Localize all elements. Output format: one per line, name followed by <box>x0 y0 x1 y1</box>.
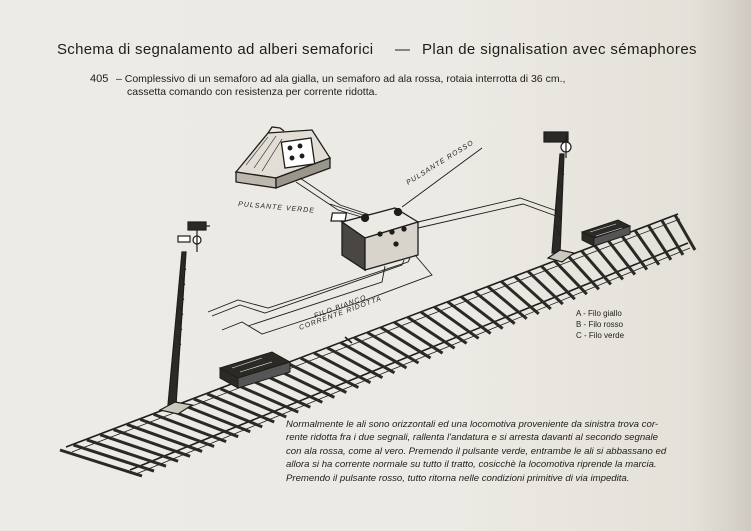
track-sleeper <box>126 423 203 453</box>
track-sleeper <box>620 234 649 271</box>
supply-wires <box>295 177 371 219</box>
track-sleeper <box>353 336 408 370</box>
explanation-line3: con ala rossa, come al vero. Premendo il… <box>286 445 667 457</box>
item-number: 405 <box>90 73 109 85</box>
track-sleeper <box>59 448 143 478</box>
track-sleeper <box>139 417 215 448</box>
track-sleeper <box>393 321 444 355</box>
track-sleeper <box>219 387 287 419</box>
item-description-line2: cassetta comando con resistenza per corr… <box>127 86 378 98</box>
button-pointers <box>329 147 483 216</box>
track-sleeper <box>99 433 179 463</box>
title-french: Plan de signalisation avec sémaphores <box>422 41 697 58</box>
track-sleeper <box>553 259 588 296</box>
control-box <box>330 207 420 272</box>
track-sleeper <box>473 290 516 325</box>
track-sleeper <box>340 341 396 375</box>
track-sleeper <box>673 214 697 251</box>
signal-wires <box>207 197 561 335</box>
track-sleeper <box>660 219 685 256</box>
explanation-text: Normalmente le ali sono orizzontali ed u… <box>286 418 696 485</box>
explanation-line2: rente ridotta fra i due segnali, rallent… <box>286 432 658 444</box>
track-sleeper <box>193 397 263 429</box>
label-red-button: PULSANTE ROSSO <box>405 139 475 186</box>
track-sleeper <box>72 443 155 473</box>
track-sleeper <box>460 295 504 330</box>
track-sleeper <box>313 351 372 384</box>
track-sleeper <box>206 392 275 424</box>
semaphore-signal-yellow <box>158 221 210 415</box>
track-sleeper <box>406 315 456 350</box>
transformer-unit <box>234 126 331 189</box>
rail-contact-box-right <box>580 219 632 247</box>
track-sleeper <box>606 239 637 276</box>
track-sleeper <box>153 412 227 444</box>
track-sleeper <box>647 224 673 261</box>
wire-legend: A - Filo giallo B - Filo rosso C - Filo … <box>576 308 624 341</box>
explanation-line1: Normalmente le ali sono orizzontali ed u… <box>286 419 659 430</box>
track-sleeper <box>286 361 348 394</box>
track-sleeper <box>299 356 360 389</box>
track-sleeper <box>526 270 564 306</box>
track-sleeper <box>86 438 167 468</box>
legend-item-b: B - Filo rosso <box>576 320 624 329</box>
track-sleeper <box>633 229 661 266</box>
track-sleeper <box>566 254 600 291</box>
track-sleeper <box>179 402 251 434</box>
semaphore-signal-red <box>543 131 576 263</box>
red-button-icon <box>393 207 403 217</box>
explanation-line5: Premendo il pulsante rosso, tutto ritorn… <box>286 472 630 484</box>
track-sleeper <box>580 249 612 286</box>
track-sleeper <box>446 300 492 335</box>
track-sleeper <box>380 326 432 360</box>
legend-item-a: A - Filo giallo <box>576 309 622 318</box>
track-sleeper <box>233 382 299 414</box>
track-sleeper <box>540 265 576 301</box>
label-green-button: PULSANTE VERDE <box>238 201 315 215</box>
legend-item-c: C - Filo verde <box>576 331 625 340</box>
track-sleeper <box>246 377 311 409</box>
item-description: – Complessivo di un semaforo ad ala gial… <box>116 73 636 99</box>
title-italian: Schema di segnalamento ad alberi semafor… <box>57 41 374 58</box>
track-sleepers <box>59 214 697 478</box>
label-reduced-current: CORRENTE RIDOTTA <box>298 295 383 331</box>
explanation-line4: allora si ha corrente normale su tutto i… <box>286 459 657 471</box>
track-sleeper <box>486 285 528 320</box>
track-sleeper <box>112 428 191 458</box>
item-description-line1: – Complessivo di un semaforo ad ala gial… <box>116 73 566 85</box>
title-separator: — <box>395 41 410 58</box>
rail-contact-box-left <box>218 351 292 389</box>
track-sleeper <box>500 280 540 316</box>
track-sleeper <box>513 275 552 311</box>
track-sleeper <box>366 331 420 365</box>
track-sleeper <box>433 305 480 340</box>
track-sleeper <box>326 346 384 380</box>
track-sleeper <box>593 244 625 281</box>
track-sleeper <box>420 310 468 345</box>
